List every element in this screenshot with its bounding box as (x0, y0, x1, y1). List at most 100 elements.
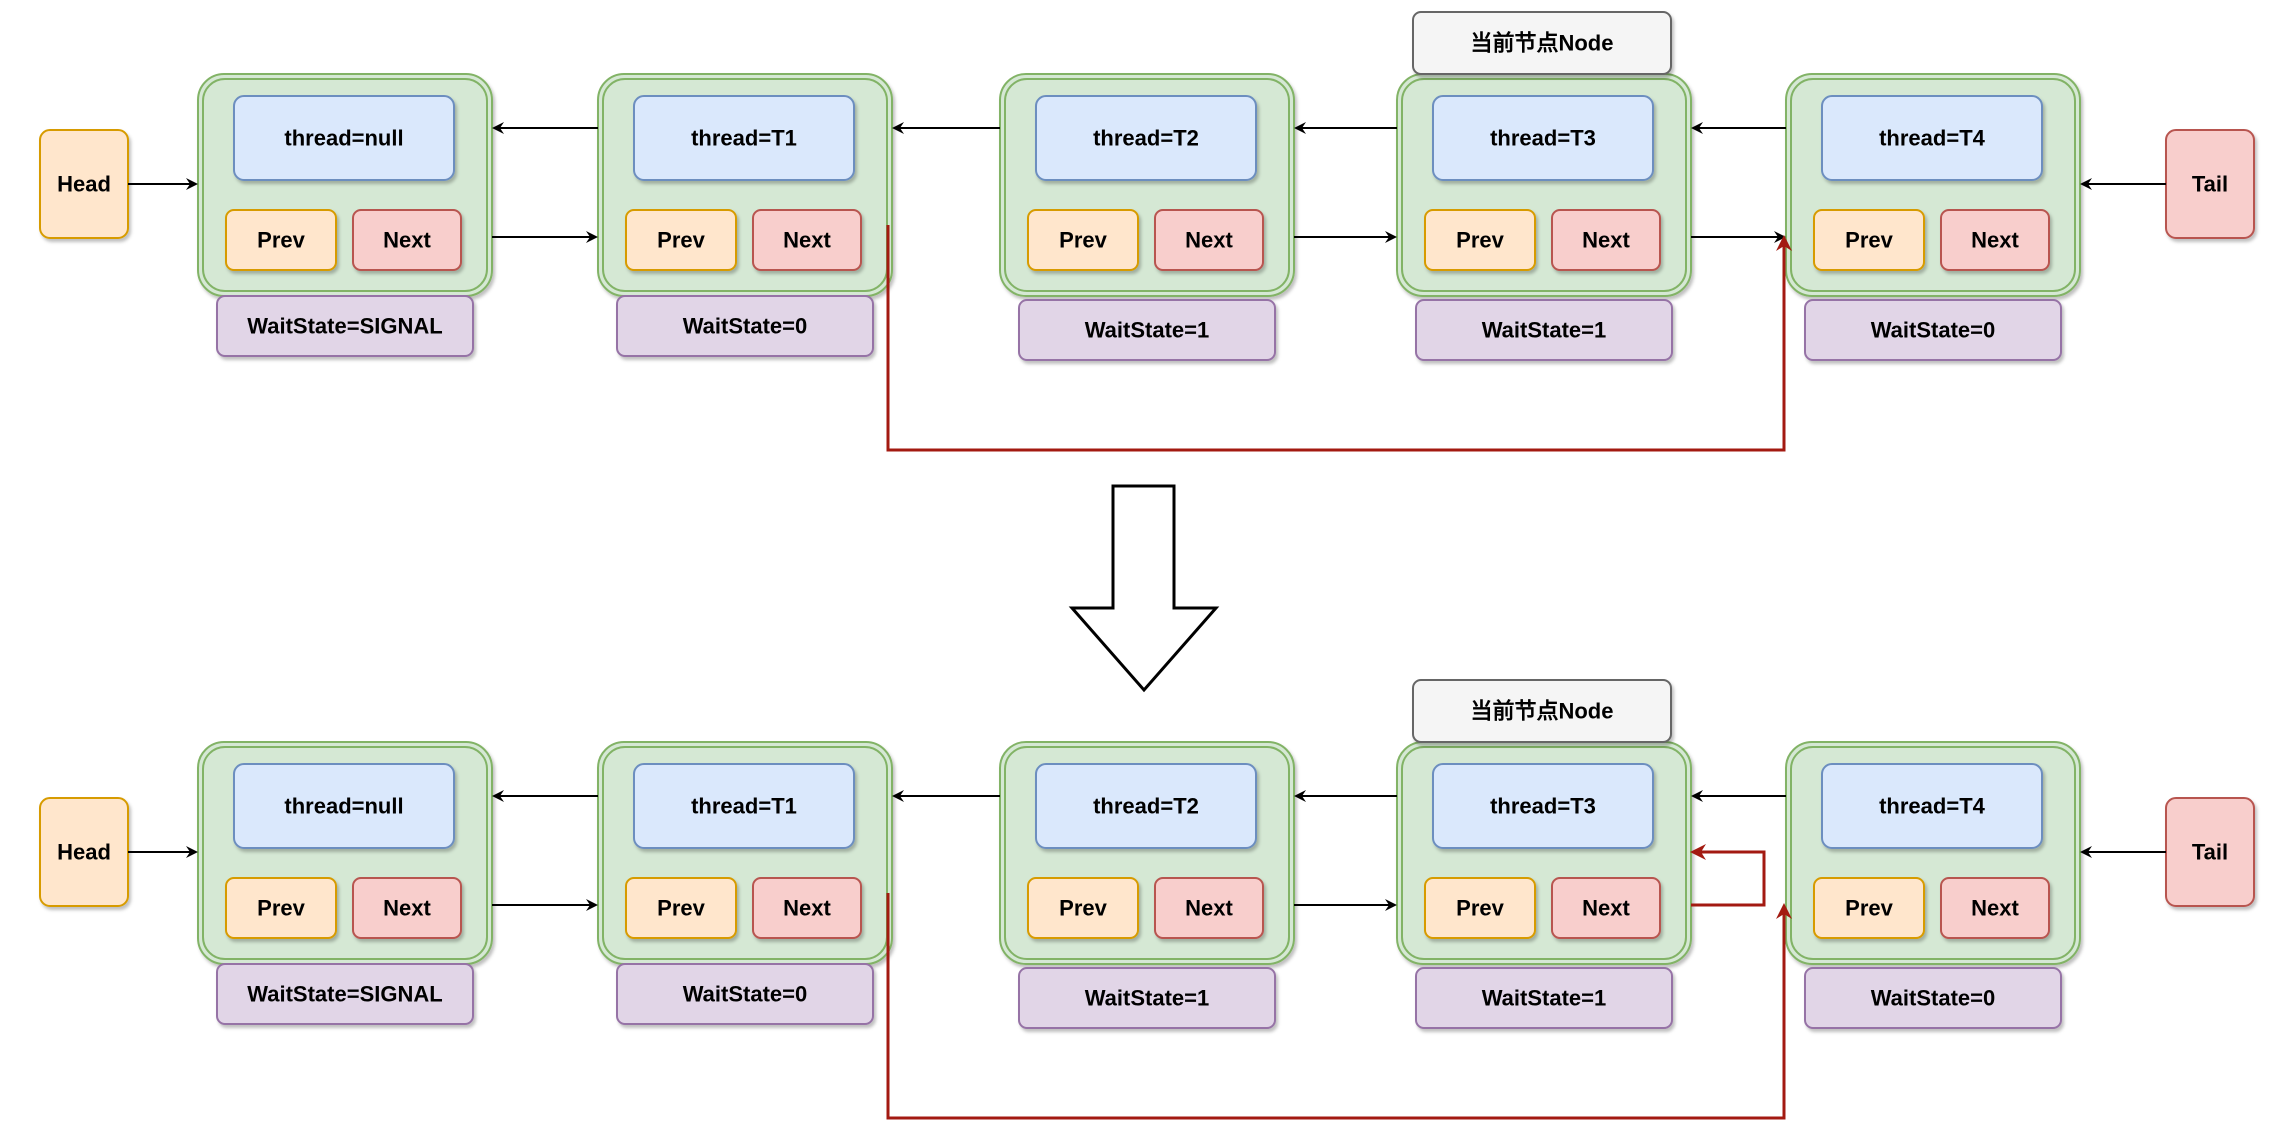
prev-label: Prev (1059, 228, 1107, 253)
thread-box (233, 95, 455, 181)
wait-state-label: WaitState=1 (1085, 986, 1210, 1011)
prev-box (1027, 209, 1139, 271)
prev-label: Prev (657, 228, 705, 253)
next-box (1551, 877, 1661, 939)
thread-box (1035, 763, 1257, 849)
thread-label: thread=T1 (691, 126, 797, 151)
thread-label: thread=T4 (1879, 794, 1986, 819)
next-box (752, 877, 862, 939)
bypass-next-arrow (886, 893, 1792, 1120)
node-inner-border (1004, 746, 1290, 960)
wait-state-box (1804, 299, 2062, 361)
next-box (752, 209, 862, 271)
prev-box (1813, 877, 1925, 939)
thread-label: thread=T3 (1490, 126, 1596, 151)
node-inner-border (1401, 78, 1687, 292)
next-label: Next (1185, 228, 1233, 253)
prev-label: Prev (1059, 896, 1107, 921)
thread-box (1821, 763, 2043, 849)
next-label: Next (783, 228, 831, 253)
wait-state-box (1415, 299, 1673, 361)
next-box (1154, 877, 1264, 939)
prev-label: Prev (1845, 228, 1893, 253)
prev-box (1424, 877, 1536, 939)
thread-box (633, 95, 855, 181)
node-inner-border (202, 746, 488, 960)
next-label: Next (1185, 896, 1233, 921)
node-inner-border (1790, 746, 2076, 960)
transition-down-arrow (1068, 484, 1220, 693)
prev-box (1027, 877, 1139, 939)
prev-label: Prev (257, 896, 305, 921)
wait-state-label: WaitState=1 (1482, 318, 1607, 343)
wait-state-box (616, 963, 874, 1025)
thread-label: thread=T1 (691, 794, 797, 819)
node-inner-border (202, 78, 488, 292)
head-label: Head (57, 840, 111, 865)
thread-box (1821, 95, 2043, 181)
wait-state-box (1018, 967, 1276, 1029)
wait-state-label: WaitState=0 (1871, 318, 1996, 343)
next-box (352, 209, 462, 271)
prev-label: Prev (1456, 896, 1504, 921)
thread-box (1432, 763, 1654, 849)
wait-state-label: WaitState=0 (683, 982, 808, 1007)
next-label: Next (1582, 228, 1630, 253)
thread-label: thread=T2 (1093, 794, 1199, 819)
next-label: Next (1971, 896, 2019, 921)
next-box (1551, 209, 1661, 271)
prev-label: Prev (257, 228, 305, 253)
wait-state-box (216, 963, 474, 1025)
wait-state-label: WaitState=1 (1085, 318, 1210, 343)
wait-state-box (1018, 299, 1276, 361)
wait-state-box (1804, 967, 2062, 1029)
prev-box (1424, 209, 1536, 271)
thread-box (1035, 95, 1257, 181)
self-next-arrow (1690, 844, 1766, 907)
prev-label: Prev (1456, 228, 1504, 253)
next-box (352, 877, 462, 939)
node-inner-border (602, 746, 888, 960)
next-label: Next (1971, 228, 2019, 253)
next-label: Next (383, 228, 431, 253)
current-node-label: 当前节点Node (1470, 699, 1613, 724)
node-inner-border (1401, 746, 1687, 960)
next-box (1940, 209, 2050, 271)
head-label: Head (57, 172, 111, 197)
current-node-label: 当前节点Node (1470, 31, 1613, 56)
wait-state-label: WaitState=SIGNAL (247, 314, 442, 339)
tail-label: Tail (2192, 840, 2228, 865)
thread-label: thread=T3 (1490, 794, 1596, 819)
node-inner-border (1004, 78, 1290, 292)
wait-state-box (616, 295, 874, 357)
wait-state-label: WaitState=0 (683, 314, 808, 339)
thread-label: thread=T2 (1093, 126, 1199, 151)
thread-box (633, 763, 855, 849)
tail-label: Tail (2192, 172, 2228, 197)
prev-box (225, 209, 337, 271)
wait-state-label: WaitState=0 (1871, 986, 1996, 1011)
prev-label: Prev (1845, 896, 1893, 921)
prev-box (625, 877, 737, 939)
next-label: Next (383, 896, 431, 921)
prev-label: Prev (657, 896, 705, 921)
node-inner-border (1790, 78, 2076, 292)
thread-box (233, 763, 455, 849)
next-box (1940, 877, 2050, 939)
wait-state-box (216, 295, 474, 357)
wait-state-label: WaitState=1 (1482, 986, 1607, 1011)
current-node-label-box (1412, 11, 1672, 75)
thread-label: thread=null (284, 126, 403, 151)
